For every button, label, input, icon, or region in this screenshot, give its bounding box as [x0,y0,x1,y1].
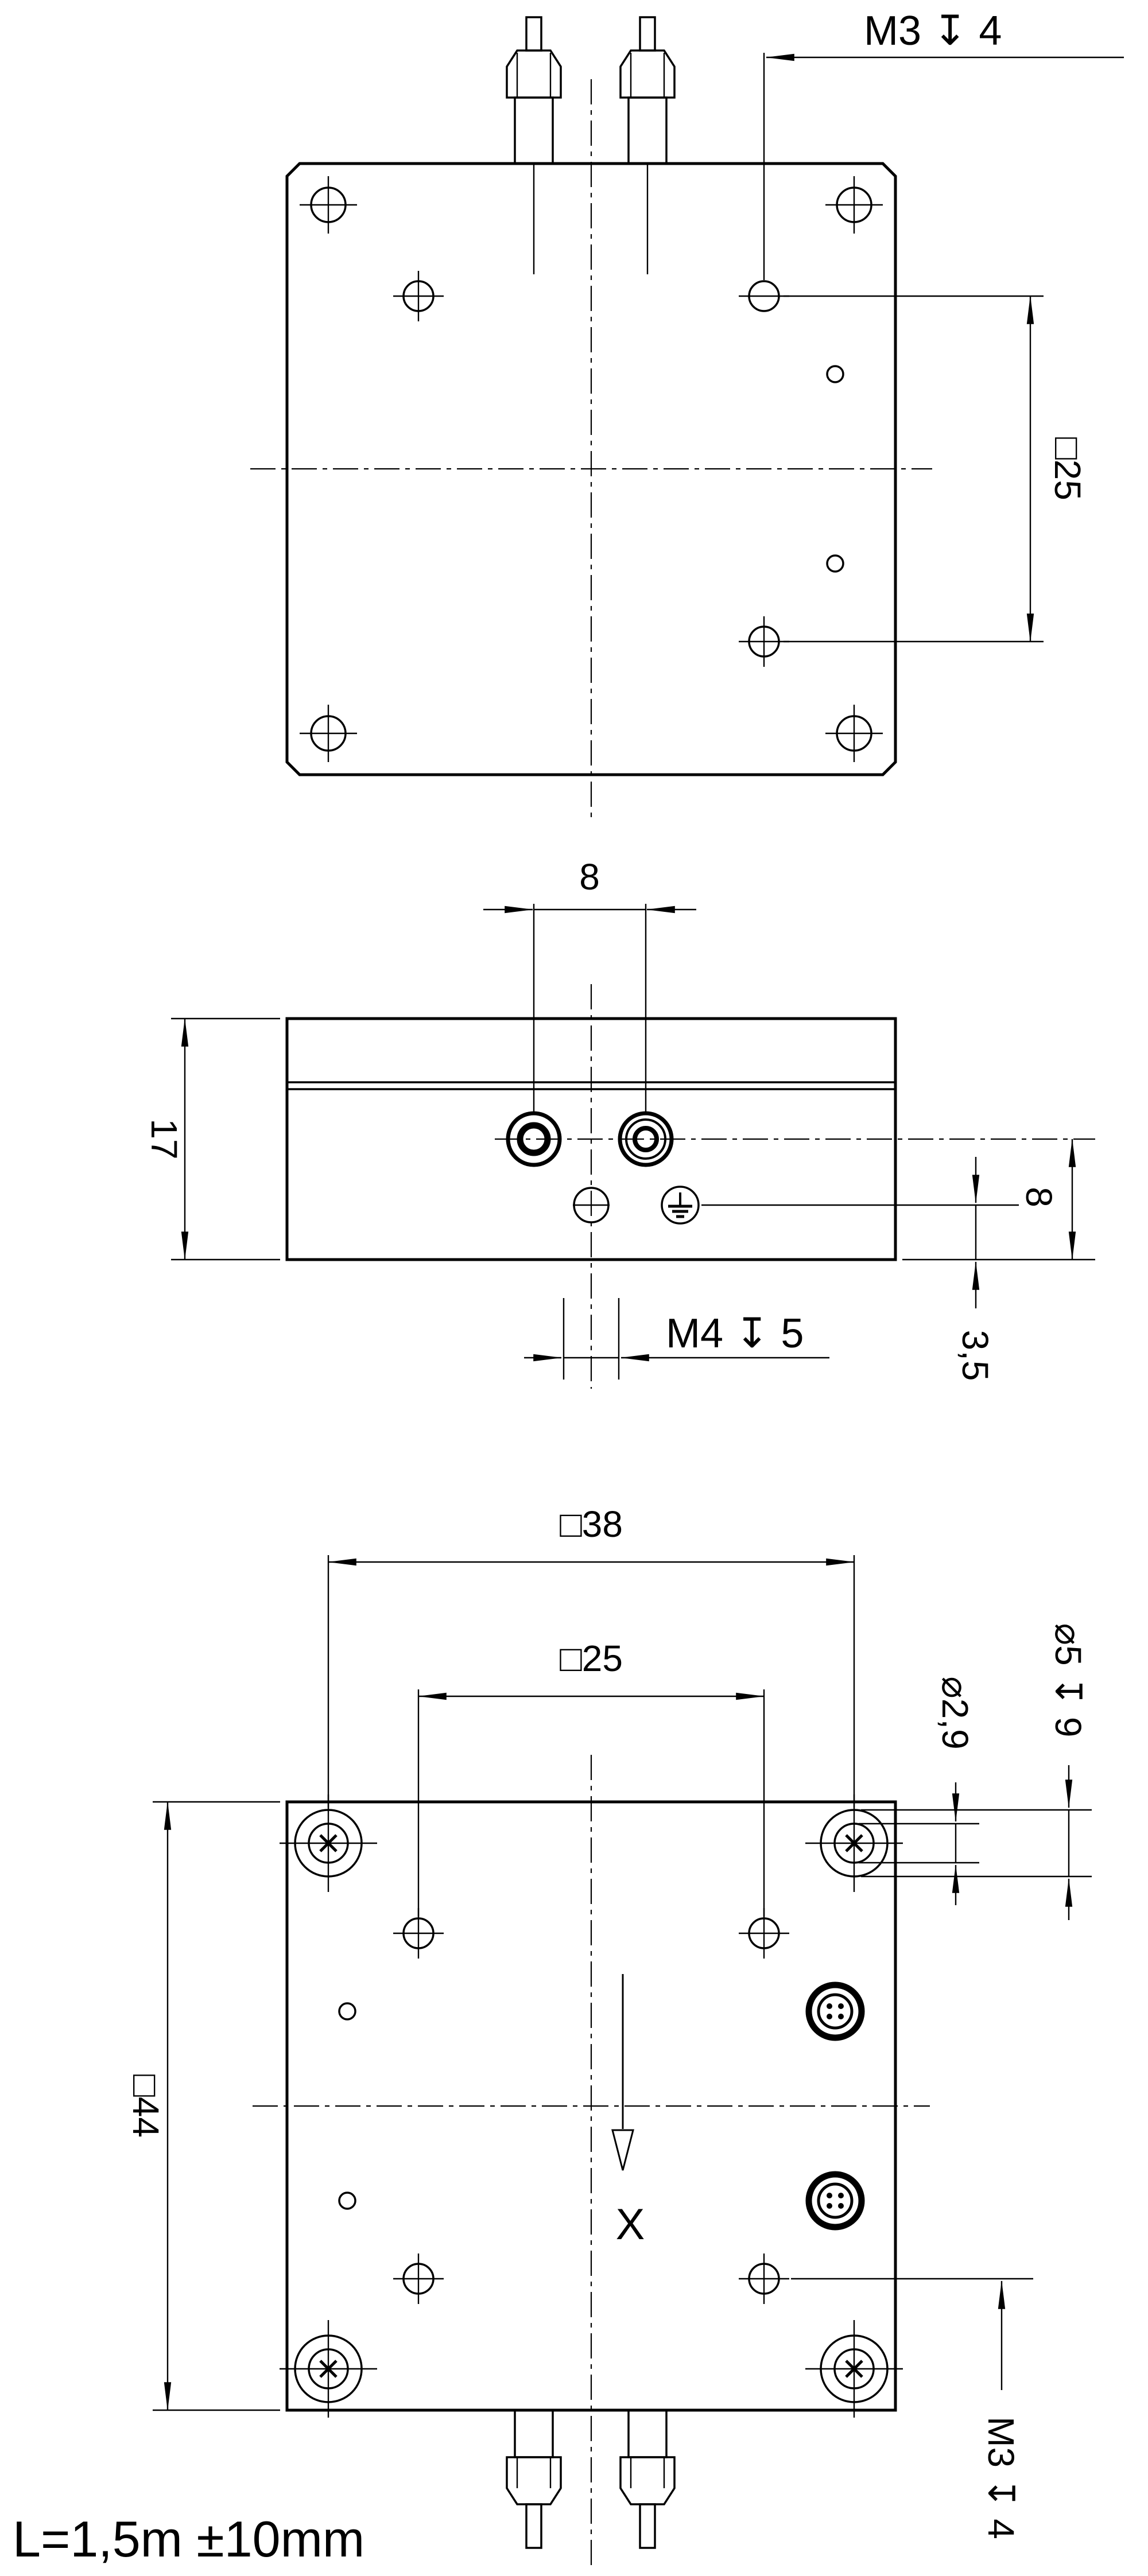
corner-hole [300,705,357,762]
cable-gland [506,2409,562,2549]
cable-gland [506,16,562,165]
dim-label-square44: □44 [125,2074,166,2138]
m8-connector [805,2171,865,2231]
cbore-hole [280,2320,377,2418]
dim-spacing-8: 8 [483,856,696,1113]
dowel-hole [338,2002,356,2021]
cbore-hole [280,1794,377,1892]
dim-label-port-offset-8: 8 [1018,1187,1060,1207]
dim-cbore5: ⌀5 ↧ 9 [861,1623,1092,1920]
x-axis-arrow: X [611,1974,645,2249]
dim-label-m3-depth-bottom: M3 ↧ 4 [980,2416,1022,2539]
dim-height-17: 17 [144,1017,280,1261]
dim-square44: □44 [125,1801,280,2411]
dim-label-square25-top: □25 [1047,437,1088,500]
dowel-hole [338,2192,356,2210]
dim-square38: □38 [327,1503,855,1808]
dim-label-height-17: 17 [144,1118,185,1159]
side-view: 8 17 8 3,5 [144,856,1095,1389]
m8-connector [805,1981,865,2041]
earth-ground-icon [661,1186,700,1225]
corner-hole [825,176,883,234]
dowel-hole [826,365,844,383]
dim-square25-top: □25 [784,295,1088,643]
dim-label-spacing-8: 8 [579,856,600,897]
dowel-hole [826,554,844,573]
dim-label-square38: □38 [560,1503,623,1545]
dim-port-offset-8: 8 [902,1138,1095,1261]
top-view: M3 ↧ 4 □25 [250,8,1124,823]
axis-label-x: X [616,2200,645,2249]
m4-hole [573,1187,610,1223]
thread-hole [393,271,444,321]
plate-outline [285,162,897,776]
dim-label-cbore5: ⌀5 ↧ 9 [1048,1623,1089,1738]
dim-label-m4-depth: M4 ↧ 5 [666,1311,804,1357]
thread-hole [739,2253,789,2304]
dim-square25-bottom: □25 [417,1638,765,1917]
cable-length-note: L=1,5m ±10mm [13,2511,364,2567]
thread-hole [393,2253,444,2304]
thread-hole [739,616,789,667]
dim-dia29: ⌀2,9 [859,1676,979,1905]
bottom-view: X □38 [125,1503,1092,2565]
dim-m4-depth: M4 ↧ 5 [524,1298,829,1380]
thread-hole [739,280,789,312]
dim-m3-depth-top: M3 ↧ 4 [763,8,1124,280]
dim-earth-offset-35: 3,5 [701,1157,1019,1381]
cbore-hole [805,1794,903,1892]
dim-label-earth-offset-35: 3,5 [955,1330,996,1381]
corner-hole [825,705,883,762]
cable-gland [619,2409,676,2549]
corner-hole [300,176,357,234]
dim-label-square25-bottom: □25 [560,1638,623,1679]
cable-gland [619,16,676,165]
dim-m3-depth-bottom: M3 ↧ 4 [791,2278,1033,2539]
dim-label-dia29: ⌀2,9 [934,1676,976,1750]
dim-label-m3-depth-top: M3 ↧ 4 [864,8,1002,54]
cbore-hole [805,2320,903,2418]
